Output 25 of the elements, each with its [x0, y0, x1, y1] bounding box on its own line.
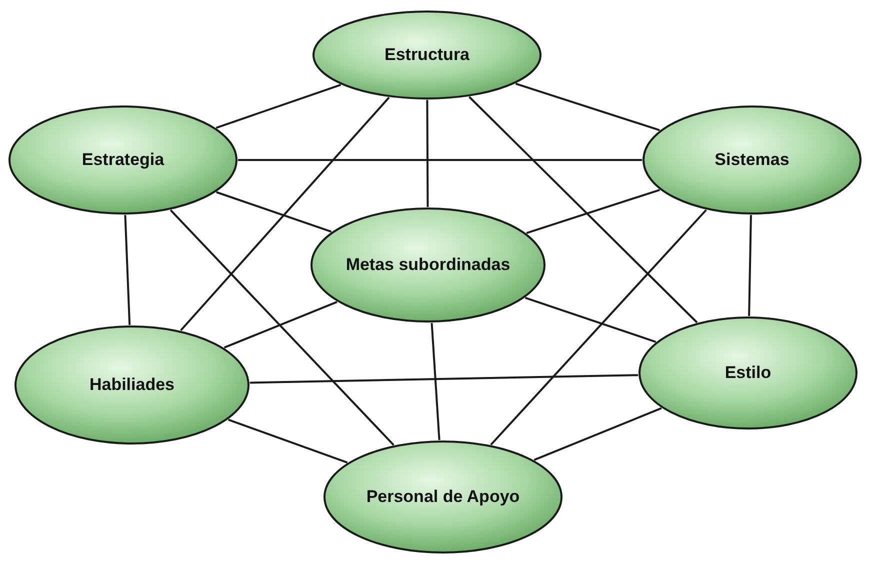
connector-line [534, 407, 662, 461]
node-label: Personal de Apoyo [366, 487, 520, 507]
node-label: Estrategia [82, 150, 164, 170]
connector-line [426, 100, 429, 207]
connector-line [250, 374, 638, 384]
connector-line [228, 418, 348, 464]
connector-line [524, 296, 656, 343]
connector-line [515, 82, 660, 132]
connector-line [216, 191, 332, 233]
connector-line [124, 214, 131, 326]
connector-line [748, 214, 752, 316]
connector-line [526, 188, 660, 234]
connector-line [180, 96, 390, 332]
connector-line [468, 96, 698, 324]
connector-line [170, 209, 394, 446]
connector-line [224, 300, 338, 349]
connector-line [216, 84, 342, 129]
node-label: Estructura [384, 45, 470, 65]
node-label: Estilo [724, 363, 772, 383]
node-label: Habiliades [89, 375, 175, 395]
node-label: Sistemas [714, 150, 790, 170]
connector-line [430, 322, 440, 440]
connector-line [490, 209, 707, 446]
connector-line [238, 159, 642, 161]
node-label: Metas subordinadas [346, 255, 510, 275]
